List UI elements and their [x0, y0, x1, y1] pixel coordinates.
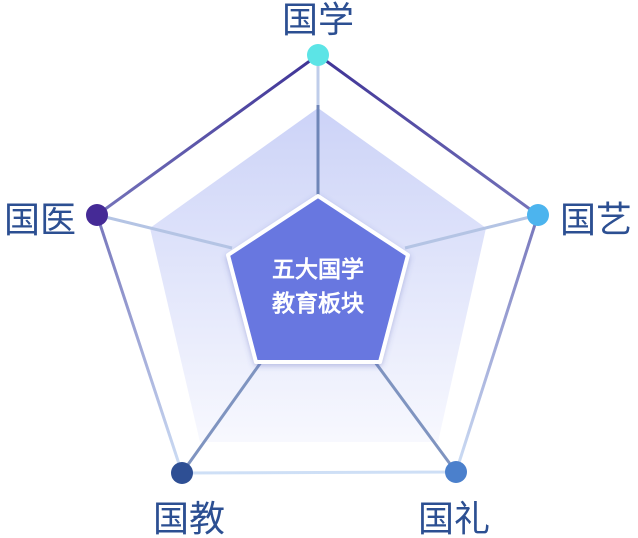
node-guoyi-label: 国艺	[560, 200, 632, 241]
center-title-line1: 五大国学	[272, 256, 364, 283]
node-guojiao-dot	[171, 462, 193, 484]
center-pentagon	[226, 194, 410, 364]
node-guoxue-dot	[307, 44, 329, 66]
spoke-guoyiy	[96, 213, 233, 250]
node-guojiao-label: 国教	[153, 499, 225, 538]
node-guoli-dot	[445, 461, 467, 483]
node-guoyi-dot	[527, 204, 549, 226]
node-guoyiy-dot	[86, 204, 108, 226]
spoke-guojiao	[180, 357, 266, 474]
node-guoyiy-label: 国医	[4, 200, 76, 241]
spokes	[96, 55, 539, 474]
outer-pentagon	[95, 53, 540, 475]
node-guoli-label: 国礼	[418, 499, 490, 538]
spoke-guoli	[370, 357, 458, 473]
spoke-guoyi	[404, 213, 539, 250]
node-guoxue-label: 国学	[282, 0, 354, 41]
center-title-line2: 教育板块	[272, 290, 364, 317]
